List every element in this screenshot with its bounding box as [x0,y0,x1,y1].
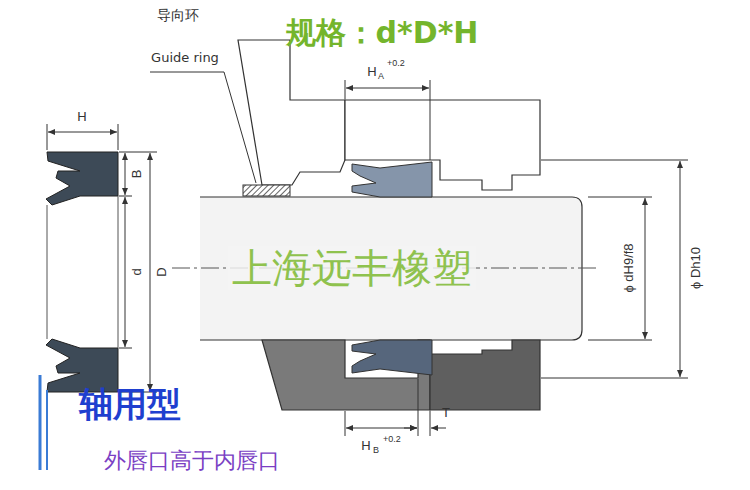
dimension-line [48,132,117,133]
accent-bar [46,390,48,470]
housing-lower [430,340,540,410]
extension-line [588,340,652,341]
dimension-label: D [155,267,169,276]
dimension-label: ϕ dH9/f8 [622,243,636,292]
leader-line [150,72,256,183]
dimension-line [125,153,126,195]
dimension-label: B [130,170,144,179]
extension-line [345,80,346,99]
tolerance-label: +0.2 [387,59,405,69]
extension-line [541,160,688,161]
extension-line [119,152,157,153]
dimension-label: H [361,439,370,453]
dimension-label: T [442,406,450,420]
type-heading: 轴用型 [79,386,181,423]
dimension-line [150,153,151,391]
seal-lower [352,340,432,375]
extension-line [430,80,431,160]
dimension-line [346,88,429,89]
extension-line [47,124,48,150]
dimension-label: H [77,110,86,124]
dimension-label: H [367,65,376,79]
note-text: 外唇口高于内唇口 [104,449,280,473]
spec-title: 规格：d*D*H [286,16,479,49]
dimension-line [125,197,126,347]
dimension-line [680,161,681,377]
dimension-subscript: A [378,72,384,82]
dimension-label: d [130,268,144,275]
dimension-line [431,428,446,429]
extension-line [345,411,346,436]
gland-upper [238,40,345,185]
extension-line [118,124,119,150]
seal-edge [47,205,48,339]
tolerance-label: +0.2 [383,435,401,445]
dimension-line [346,428,417,429]
part-name: Guide ring [151,51,219,65]
dimension-line [404,428,417,429]
extension-line [119,348,132,349]
extension-line [418,379,419,436]
seal-section [46,339,118,392]
extension-line [588,197,652,198]
part-name: 导向环 [157,8,199,23]
guide-ring [243,185,290,196]
extension-line [541,378,688,379]
seal-section [46,152,118,205]
watermark: 上海远丰橡塑 [228,246,476,290]
dimension-label: ϕ Dh10 [689,247,703,289]
dimension-subscript: B [373,446,379,456]
extension-line [430,411,431,436]
dimension-line [645,198,646,339]
seal-upper [352,162,432,197]
extension-line [119,196,132,197]
accent-bar [39,375,42,470]
seal-edge [118,196,119,348]
